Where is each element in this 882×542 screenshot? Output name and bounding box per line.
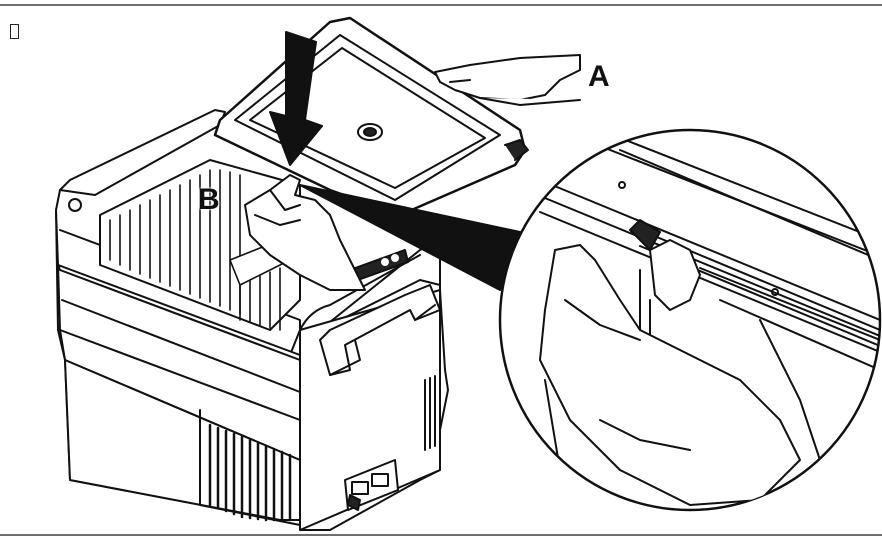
- top-rule: [0, 4, 882, 6]
- label-b: B: [198, 183, 220, 216]
- label-a: A: [588, 60, 610, 93]
- missing-glyph-box: [10, 24, 19, 39]
- zoom-detail: [498, 128, 882, 512]
- bottom-rule: [0, 534, 882, 536]
- hand-b: [244, 174, 366, 291]
- lid-edge-line: [329, 17, 351, 23]
- down-arrow: [269, 31, 323, 166]
- hand-a: [434, 54, 581, 106]
